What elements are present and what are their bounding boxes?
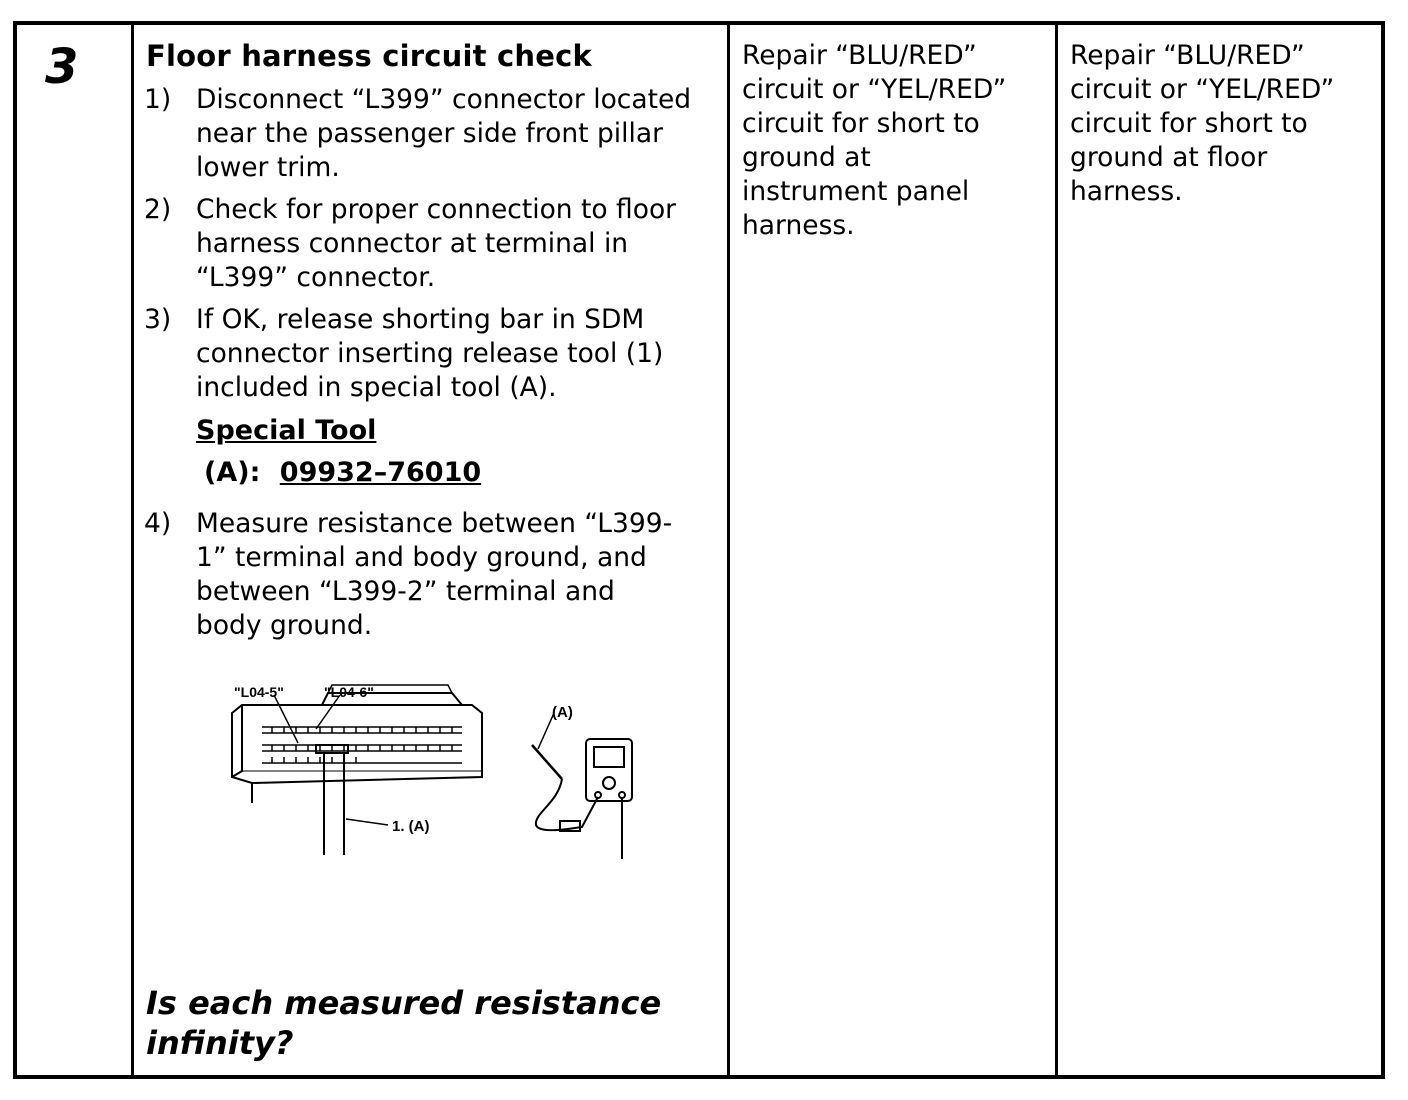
column-divider [131,25,134,1075]
step-number-cell: 3 [17,25,131,1075]
step-number: 3 [45,39,79,95]
column-divider [1055,25,1058,1075]
procedure-step-4: 4) Measure resistance between “L399- 1” … [144,508,673,641]
procedure-step-1: 1) Disconnect “L399” connector located n… [144,84,692,183]
special-tool-code: 09932–76010 [279,457,482,488]
step-table: 3 Floor harness circuit check 1) Disconn… [13,21,1385,1079]
meter-tool-label: (A) [552,704,573,721]
connector-measurement-illustration: "L04-5" "L04-6" 1. (A) (A) [231,684,633,859]
column-divider [727,25,730,1075]
connector-label-left: "L04-5" [234,684,284,700]
procedure-cell: Floor harness circuit check 1) Disconnec… [134,25,727,1075]
step-title: Floor harness circuit check [146,39,592,73]
procedure-steps: 1) Disconnect “L399” connector located n… [144,83,724,651]
special-tool-line: (A): 09932–76010 [204,455,724,491]
yes-action-cell: Repair “BLU/RED” circuit or “YEL/RED” ci… [730,25,1055,1075]
procedure-step-3: 3) If OK, release shorting bar in SDM co… [144,304,664,403]
no-action-cell: Repair “BLU/RED” circuit or “YEL/RED” ci… [1058,25,1381,1075]
step-question: Is each measured resistance infinity? [146,984,662,1062]
procedure-step-2: 2) Check for proper connection to floor … [144,194,677,293]
no-action-text: Repair “BLU/RED” circuit or “YEL/RED” ci… [1070,40,1335,207]
yes-action-text: Repair “BLU/RED” circuit or “YEL/RED” ci… [742,40,1007,241]
release-tool-label: 1. (A) [392,818,430,835]
special-tool-heading: Special Tool [196,415,377,446]
special-tool-label: (A): [204,457,261,488]
connector-label-right: "L04-6" [324,684,374,700]
